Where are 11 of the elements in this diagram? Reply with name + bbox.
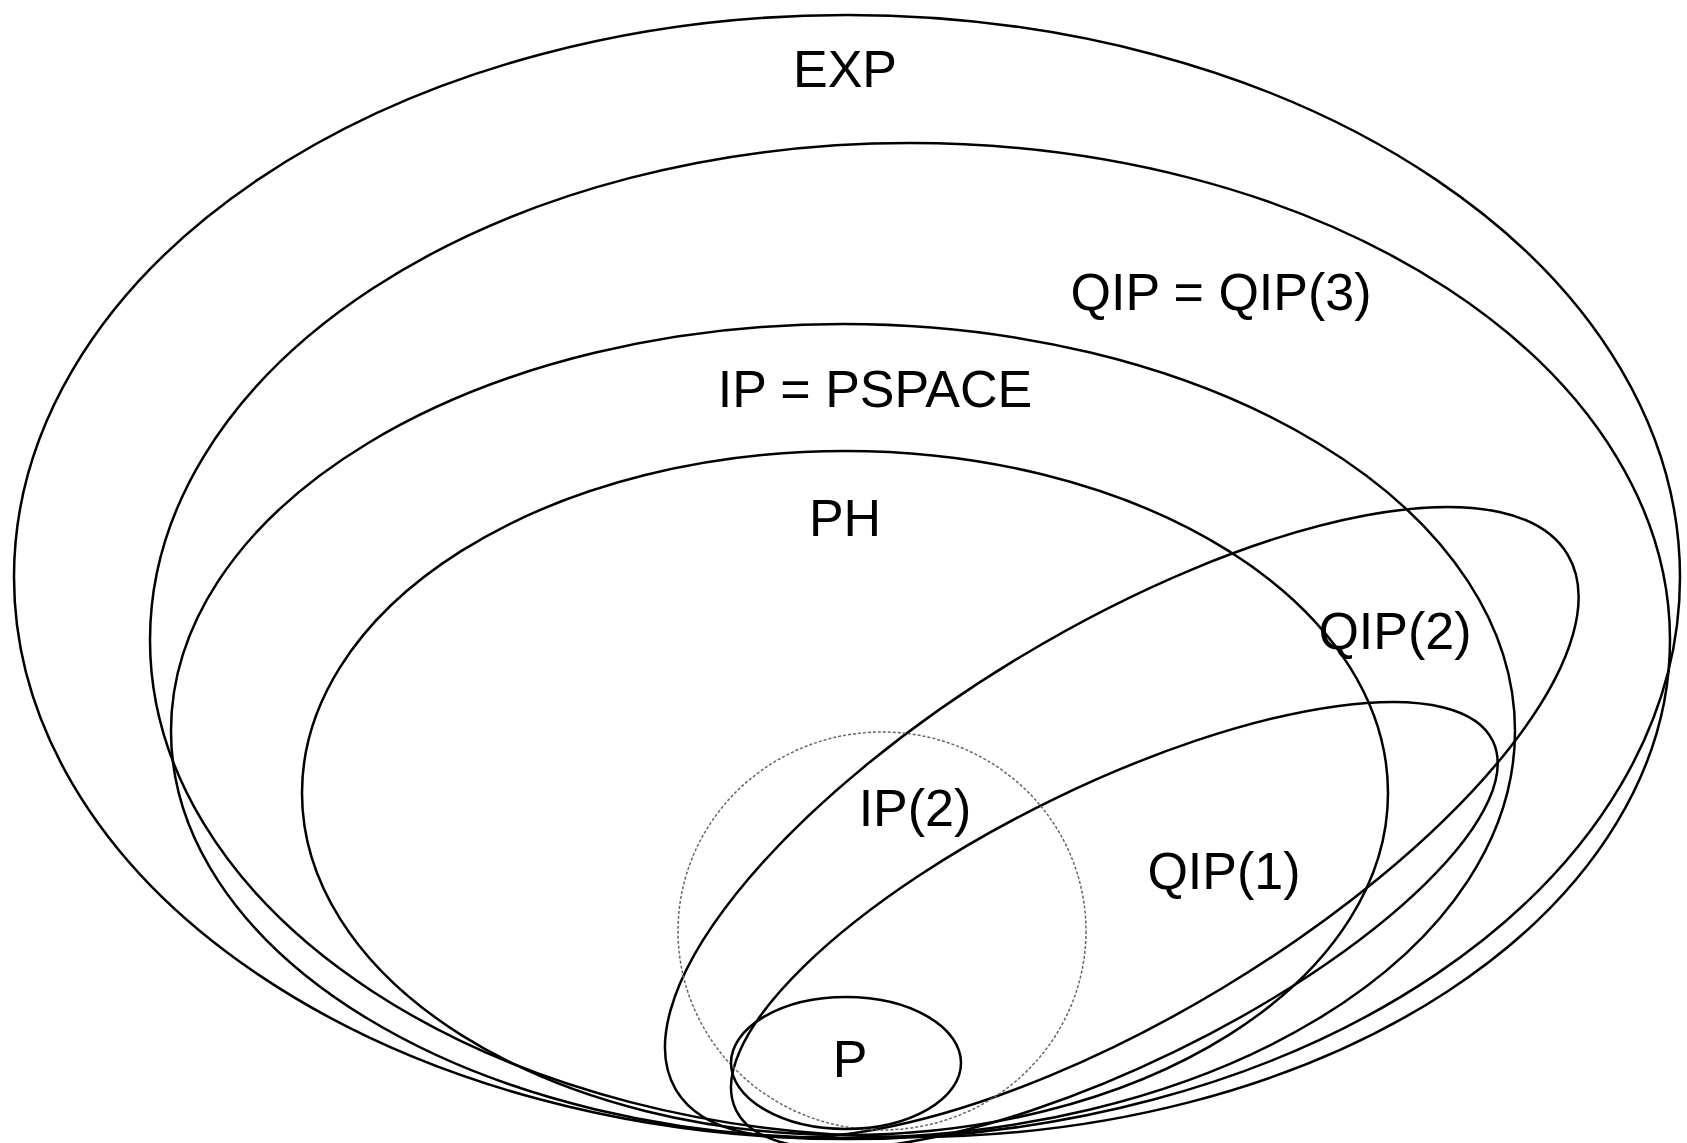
- set-ellipse: [678, 732, 1086, 1130]
- set-label: P: [832, 1031, 868, 1089]
- set-label: QIP(2): [1318, 603, 1472, 661]
- set-label: EXP: [792, 41, 898, 99]
- set-label: QIP = QIP(3): [1070, 264, 1372, 322]
- set-label: PH: [808, 490, 882, 548]
- set-label: QIP(1): [1147, 843, 1301, 901]
- set-label: IP(2): [858, 780, 972, 838]
- set-ellipse: [171, 324, 1515, 1138]
- set-ellipse: [731, 997, 961, 1129]
- set-label: IP = PSPACE: [717, 361, 1033, 419]
